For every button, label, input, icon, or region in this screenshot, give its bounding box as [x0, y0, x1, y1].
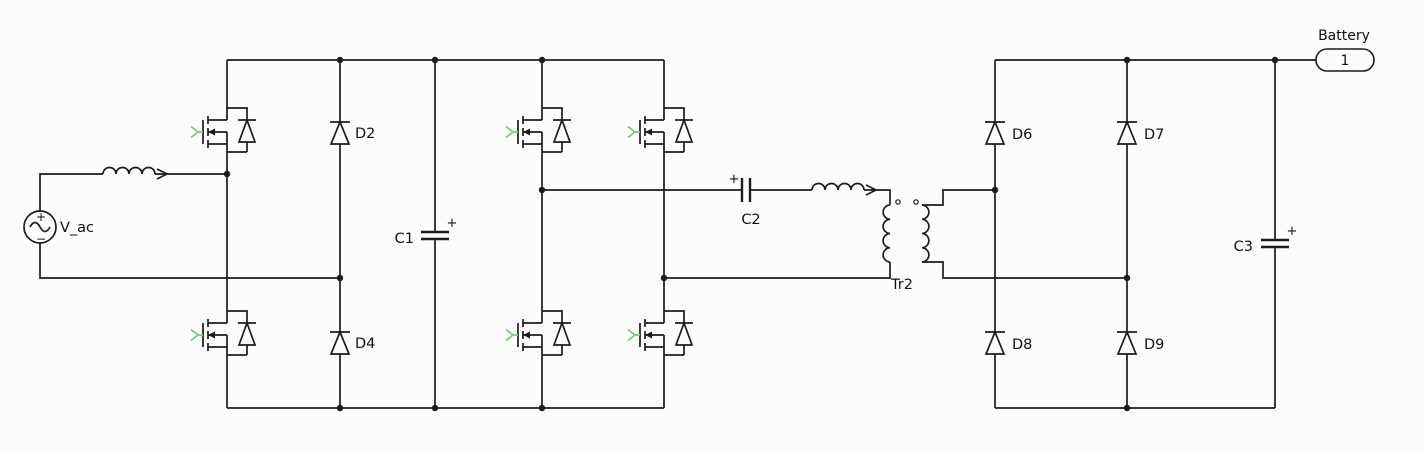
junction-dot	[431, 404, 439, 412]
diode-d7-label: D7	[1144, 127, 1164, 143]
junction-dot	[1271, 56, 1279, 64]
transformer-primary-dot-icon	[895, 199, 901, 205]
capacitor-c1-label: C1	[395, 231, 414, 247]
input-inductor-coil	[102, 166, 156, 175]
transformer-secondary-dot-icon	[913, 199, 919, 205]
diode-d2[interactable]	[329, 107, 351, 159]
dc-bus-rails-left	[227, 59, 664, 409]
capacitor-c2-label: C2	[741, 212, 760, 228]
diode-d9-label: D9	[1144, 337, 1164, 353]
junction-dot	[991, 186, 999, 194]
diode-d4-label: D4	[355, 336, 375, 352]
ac-source-plus: +	[36, 210, 46, 224]
diode-d9[interactable]	[1116, 317, 1138, 369]
transformer-secondary-coil	[921, 204, 930, 263]
ac-source-circle	[23, 210, 57, 244]
battery-port-number: 1	[1341, 53, 1350, 69]
current-arrow-icon	[156, 168, 169, 180]
resonant-inductor-coil	[811, 182, 865, 191]
diode-d2-label: D2	[355, 126, 375, 142]
mosfet-bridge2-low[interactable]	[627, 298, 694, 368]
capacitor-c3[interactable]: +	[1261, 224, 1298, 249]
junction-dot	[538, 186, 546, 194]
diode-d4[interactable]	[329, 317, 351, 369]
junction-dot	[223, 170, 231, 178]
transformer-tr2[interactable]	[882, 199, 930, 263]
capacitor-c3-plus: +	[1287, 224, 1298, 239]
junction-dot	[431, 56, 439, 64]
resonant-inductor[interactable]	[811, 182, 878, 196]
junction-dot	[336, 56, 344, 64]
junction-dot	[336, 404, 344, 412]
current-arrow-icon	[865, 184, 878, 196]
capacitor-c3-plates	[1261, 238, 1289, 249]
ac-source-minus: −	[36, 232, 46, 246]
mosfet-pfc-high[interactable]	[190, 95, 257, 165]
ac-source-vac[interactable]: + −	[23, 210, 57, 246]
diode-d8[interactable]	[984, 317, 1006, 369]
secondary-link-wire	[922, 189, 1127, 279]
junction-dot	[336, 274, 344, 282]
battery-port[interactable]: 1	[1315, 48, 1375, 72]
mosfet-bridge2-high[interactable]	[627, 95, 694, 165]
resonant-link-wire	[542, 189, 891, 279]
transformer-label: Tr2	[890, 277, 913, 293]
diode-d8-label: D8	[1012, 337, 1032, 353]
junction-dots	[223, 56, 1279, 412]
junction-dot	[1123, 56, 1131, 64]
capacitor-c2[interactable]: +	[729, 172, 752, 202]
mosfet-pfc-low[interactable]	[190, 298, 257, 368]
junction-dot	[660, 274, 668, 282]
battery-port-label: Battery	[1318, 28, 1370, 44]
capacitor-c2-plus: +	[729, 172, 740, 187]
diode-d6-label: D6	[1012, 127, 1032, 143]
junction-dot	[538, 404, 546, 412]
ac-source-sine-icon	[29, 221, 51, 233]
ac-source-label: V_ac	[60, 220, 94, 236]
dc-bus-rails-right	[995, 59, 1316, 409]
capacitor-c1-plus: +	[447, 216, 458, 231]
capacitor-c1[interactable]: +	[421, 216, 458, 241]
diode-d7[interactable]	[1116, 107, 1138, 159]
diode-d6[interactable]	[984, 107, 1006, 159]
capacitor-c1-plates	[421, 230, 449, 241]
capacitor-c2-plates	[740, 178, 752, 202]
junction-dot	[1123, 274, 1131, 282]
input-inductor[interactable]	[102, 166, 169, 180]
junction-dot	[538, 56, 546, 64]
junction-dot	[1123, 404, 1131, 412]
mosfet-bridge1-high[interactable]	[505, 95, 572, 165]
battery-port-pill	[1315, 48, 1375, 72]
transformer-primary-coil	[882, 204, 891, 263]
mosfet-bridge1-low[interactable]	[505, 298, 572, 368]
capacitor-c3-label: C3	[1234, 239, 1253, 255]
